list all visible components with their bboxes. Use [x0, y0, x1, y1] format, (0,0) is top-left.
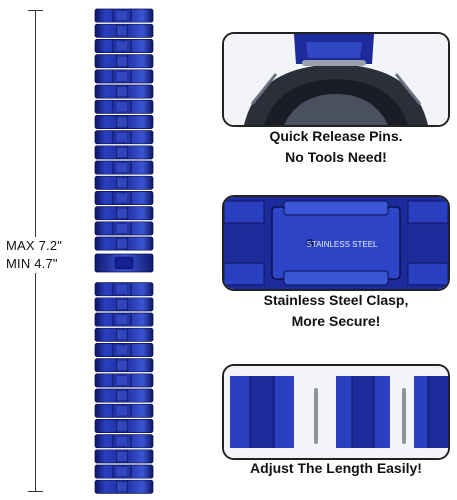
quick-release-caption-line1: Quick Release Pins.: [269, 128, 403, 144]
band-link: [94, 464, 154, 479]
clasp-caption: Stainless Steel Clasp, More Secure!: [222, 290, 450, 332]
band-link: [94, 327, 154, 342]
band-link: [94, 191, 154, 205]
adjust-length-detail-image: [222, 364, 450, 460]
band-link: [94, 8, 154, 23]
band-link: [94, 479, 154, 494]
length-measurement: MAX 7.2" MIN 4.7": [6, 237, 92, 273]
band-link: [94, 221, 154, 236]
band-link: [94, 403, 154, 418]
ruler-top-cap: [28, 10, 43, 11]
clasp-caption-line1: Stainless Steel Clasp,: [263, 292, 409, 308]
band-clasp: [94, 253, 154, 273]
band-link: [94, 297, 154, 312]
min-length-label: MIN 4.7": [6, 256, 58, 271]
band-link: [94, 373, 154, 388]
band-link: [94, 145, 154, 160]
removed-link-left: [230, 376, 294, 448]
band-link: [94, 282, 154, 297]
band-link: [94, 23, 154, 38]
band-link: [94, 206, 154, 221]
max-length-label: MAX 7.2": [6, 238, 63, 253]
band-link: [94, 130, 154, 145]
band-link: [94, 312, 154, 327]
adjust-length-caption-line1: Adjust The Length Easily!: [250, 460, 422, 476]
watch-band-image: [93, 8, 155, 494]
band-link: [94, 84, 154, 99]
band-link: [94, 449, 154, 464]
band-link: [94, 54, 154, 69]
band-link: [94, 39, 154, 53]
band-link: [94, 343, 154, 357]
band-link: [94, 99, 154, 114]
ruler-bottom-cap: [28, 491, 43, 492]
band-link: [94, 419, 154, 433]
band-link: [94, 160, 154, 175]
clasp-detail-image: STAINLESS STEEL: [222, 195, 450, 291]
band-link: [94, 434, 154, 449]
removed-link-right: [414, 376, 448, 448]
quick-release-detail-image: [222, 32, 450, 127]
band-link: [94, 236, 154, 251]
clasp-engraving: STAINLESS STEEL: [307, 240, 379, 249]
removed-link-center: [336, 376, 390, 448]
clasp-caption-line2: More Secure!: [291, 313, 381, 329]
quick-release-caption-line2: No Tools Need!: [285, 149, 387, 165]
band-link: [94, 175, 154, 190]
band-link: [94, 388, 154, 403]
link-pin-left: [314, 388, 318, 444]
quick-release-caption: Quick Release Pins. No Tools Need!: [222, 126, 450, 168]
band-link: [94, 358, 154, 373]
band-link: [94, 69, 154, 84]
link-pin-right: [402, 388, 406, 444]
adjust-length-caption: Adjust The Length Easily!: [222, 458, 450, 479]
band-link: [94, 115, 154, 129]
